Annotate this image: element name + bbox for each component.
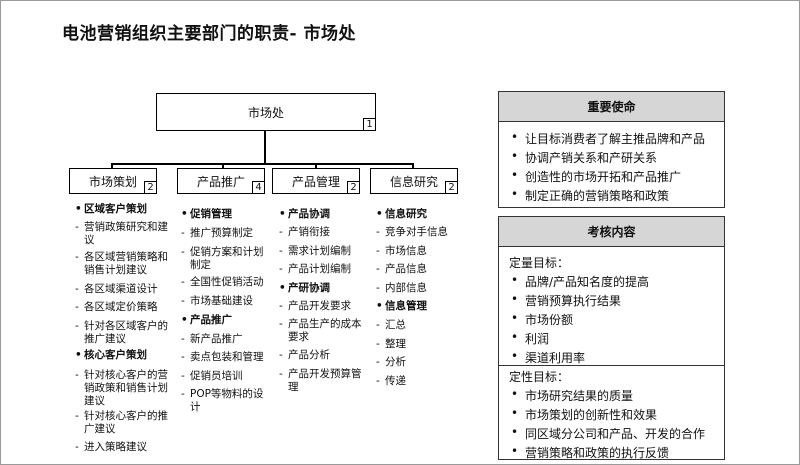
- list-item: 营销策略和政策的执行反馈: [509, 444, 669, 461]
- list-item: 各区域渠道设计: [75, 283, 168, 296]
- list-item: 产品信息: [376, 263, 458, 276]
- dept-box-market-planning: 市场策划 2: [69, 168, 157, 194]
- list-item: 市场信息: [376, 245, 458, 258]
- list-item: 产品生产的成本要求: [279, 318, 369, 344]
- mission-header: 重要使命: [499, 92, 724, 122]
- list-item: 产品分析: [279, 349, 369, 362]
- list-item: 让目标消费者了解主推品牌和产品: [509, 130, 705, 147]
- list-item: 需求计划编制: [279, 245, 369, 258]
- org-root-number: 1: [363, 118, 376, 131]
- list-item: 产品开发要求: [279, 300, 369, 313]
- list-item: 产品推广: [181, 314, 271, 327]
- org-root-label: 市场处: [247, 105, 284, 120]
- list-item: 产品协调: [279, 208, 369, 221]
- dept-box-product-management: 产品管理 2: [272, 168, 360, 194]
- connector-dept-4: [412, 163, 414, 169]
- connector-dept-1: [111, 163, 113, 169]
- section-divider: [499, 365, 724, 366]
- list-item: 营销政策研究和建议: [75, 221, 168, 247]
- list-item: 产销衔接: [279, 226, 369, 239]
- list-item: 促销方案和计划制定: [181, 246, 271, 272]
- connector-root-down: [264, 131, 266, 164]
- dept-label: 产品管理: [291, 174, 340, 189]
- list-item: 市场策划的创新性和效果: [509, 406, 657, 423]
- org-root-box: 市场处 1: [156, 93, 376, 131]
- dept-number: 4: [252, 181, 265, 194]
- page-title: 电池营销组织主要部门的职责- 市场处: [62, 24, 356, 44]
- list-item: 利润: [509, 330, 549, 347]
- list-item: 促销管理: [181, 208, 271, 221]
- list-item: 进入策略建议: [75, 441, 168, 454]
- list-item: 核心客户策划: [75, 349, 168, 362]
- list-item: 传递: [376, 375, 458, 388]
- assessment-panel: 考核内容 定量目标： 品牌/产品知名度的提高 营销预算执行结果 市场份额 利润 …: [498, 216, 725, 460]
- assessment-header: 考核内容: [499, 217, 724, 247]
- dept-label: 信息研究: [389, 174, 438, 189]
- dept-label: 产品推广: [196, 174, 245, 189]
- list-item: 各区域定价策略: [75, 301, 168, 314]
- list-item: 制定正确的营销策略和政策: [509, 187, 669, 204]
- list-item: 各区域营销策略和销售计划建议: [75, 251, 168, 277]
- mission-panel: 重要使命 让目标消费者了解主推品牌和产品 协调产销关系和产研关系 创造性的市场开…: [498, 91, 725, 208]
- list-item: POP等物料的设计: [181, 388, 271, 414]
- list-item: 渠道利用率: [509, 349, 585, 366]
- list-item: 区域客户策划: [75, 203, 168, 216]
- dept-number: 2: [347, 181, 360, 194]
- list-item: 针对各区域客户的推广建议: [75, 320, 168, 346]
- list-item: 内部信息: [376, 282, 458, 295]
- qualitative-label: 定性目标：: [509, 370, 570, 384]
- connector-horizontal: [111, 163, 413, 165]
- list-item: 分析: [376, 356, 458, 369]
- list-item: 品牌/产品知名度的提高: [509, 273, 649, 290]
- list-item: 全国性促销活动: [181, 276, 271, 289]
- list-item: 产研协调: [279, 282, 369, 295]
- list-item: 汇总: [376, 319, 458, 332]
- list-item: 产品开发预算管理: [279, 368, 369, 394]
- list-item: 推广预算制定: [181, 227, 271, 240]
- list-item: 创造性的市场开拓和产品推广: [509, 168, 681, 185]
- list-item: 整理: [376, 338, 458, 351]
- dept-number: 2: [144, 181, 157, 194]
- dept-box-product-promotion: 产品推广 4: [177, 168, 265, 194]
- dept-label: 市场策划: [88, 174, 137, 189]
- connector-dept-2: [222, 163, 224, 169]
- list-item: 信息管理: [376, 300, 458, 313]
- list-item: 产品计划编制: [279, 263, 369, 276]
- list-item: 同区域分公司和产品、开发的合作: [509, 425, 705, 442]
- dept-box-info-research: 信息研究 2: [370, 168, 458, 194]
- list-item: 信息研究: [376, 208, 458, 221]
- list-item: 协调产销关系和产研关系: [509, 149, 657, 166]
- list-item: 市场份额: [509, 311, 573, 328]
- connector-dept-3: [315, 163, 317, 169]
- list-item: 市场基础建设: [181, 295, 271, 308]
- list-item: 竞争对手信息: [376, 226, 458, 239]
- list-item: 市场研究结果的质量: [509, 387, 633, 404]
- list-item: 新产品推广: [181, 333, 271, 346]
- list-item: 针对核心客户的营销政策和销售计划建议: [75, 369, 168, 408]
- list-item: 促销员培训: [181, 370, 271, 383]
- list-item: 营销预算执行结果: [509, 292, 621, 309]
- dept-number: 2: [445, 181, 458, 194]
- list-item: 卖点包装和管理: [181, 351, 271, 364]
- list-item: 针对核心客户的推广建议: [75, 410, 168, 436]
- quantitative-label: 定量目标：: [509, 256, 570, 270]
